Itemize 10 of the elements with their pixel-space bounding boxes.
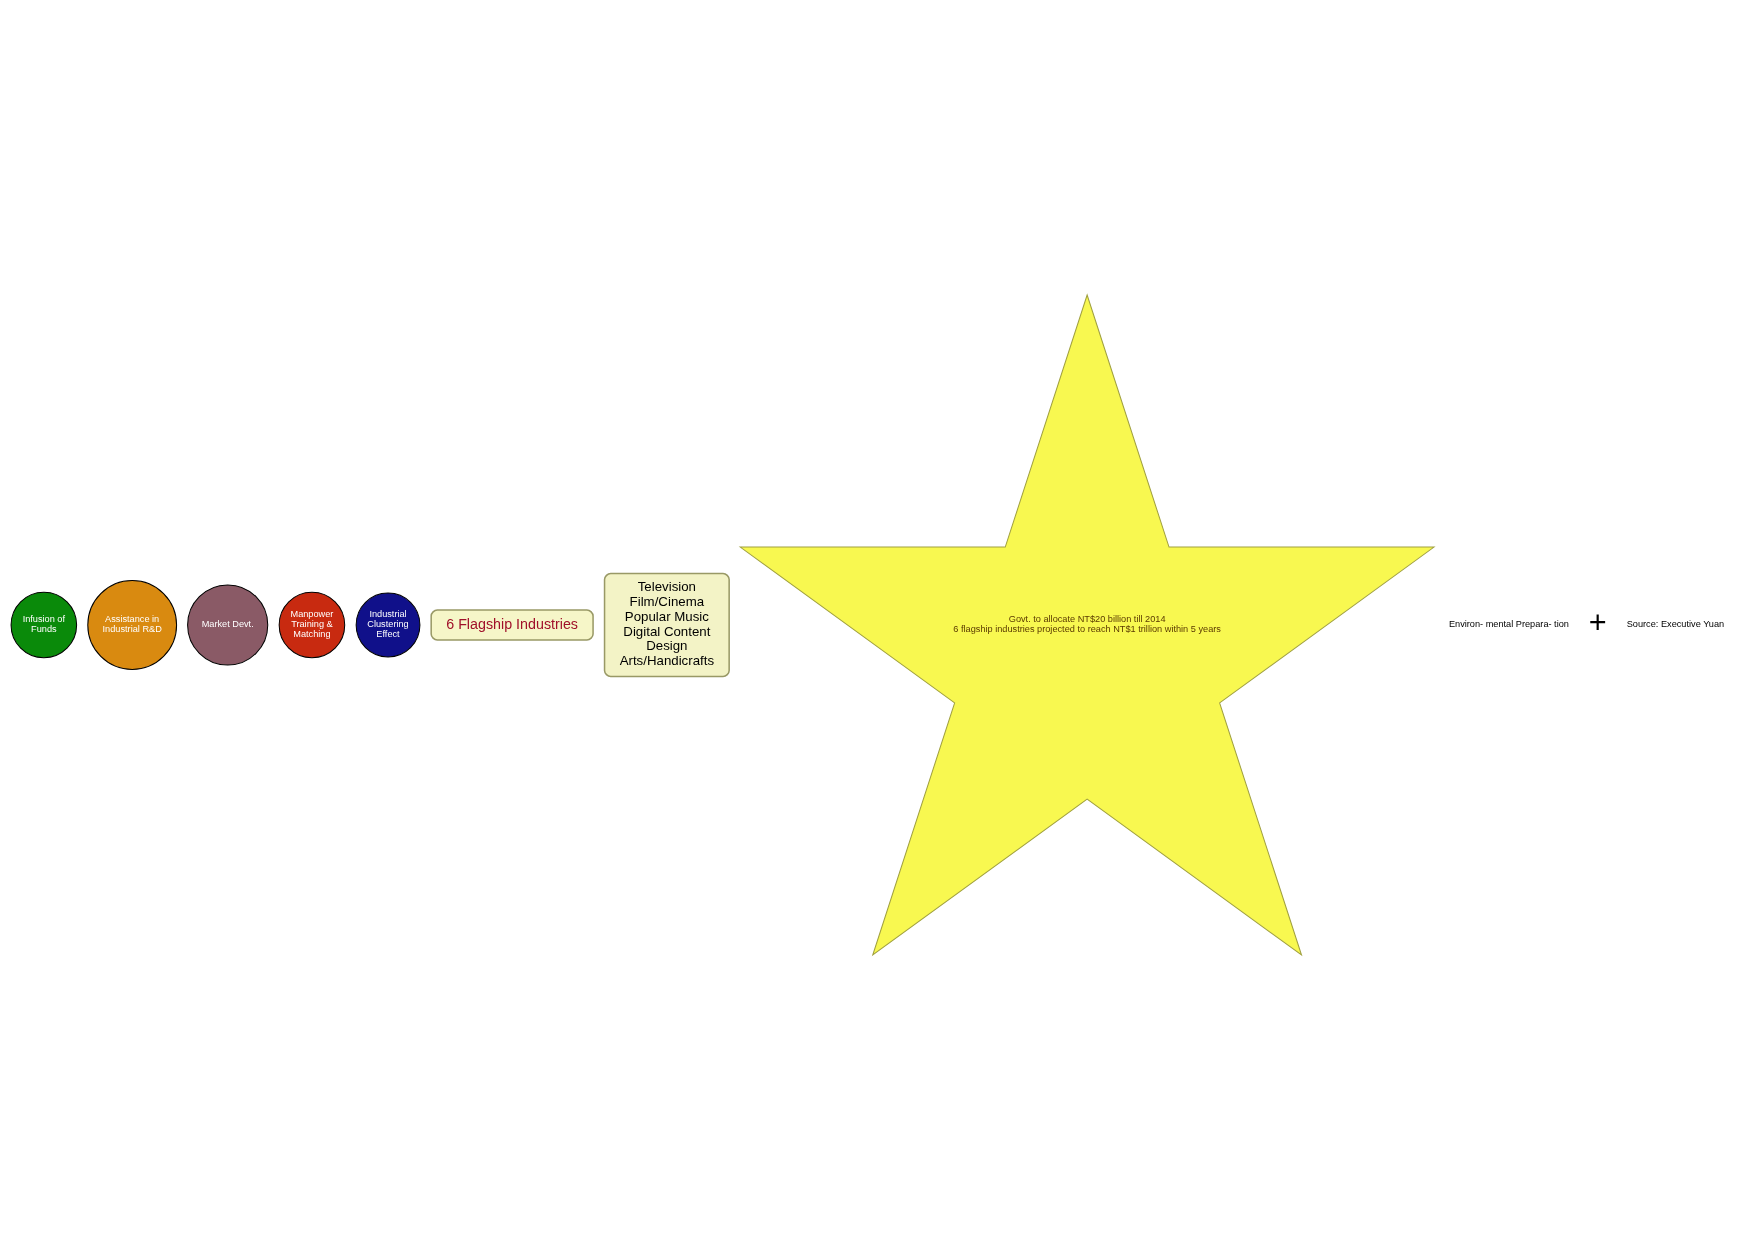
label: Environ- mental Prepara- tion [1448, 618, 1569, 629]
label: Source: Executive Yuan [1626, 618, 1725, 629]
label: + [1588, 604, 1607, 639]
node-circle: Manpower Training & Matching [278, 591, 346, 658]
node-circle: Infusion of Funds [10, 591, 78, 658]
node-circle: Industrial Clustering Effect [355, 592, 421, 657]
node-box: Television Film/Cinema Popular Music Digital Content Design Arts/Handicrafts [603, 572, 730, 677]
node-circle: Assistance in Industrial R&D [87, 579, 178, 670]
node-circle: Market Devt. [187, 583, 269, 666]
node-box: 6 Flagship Industries [430, 608, 594, 641]
